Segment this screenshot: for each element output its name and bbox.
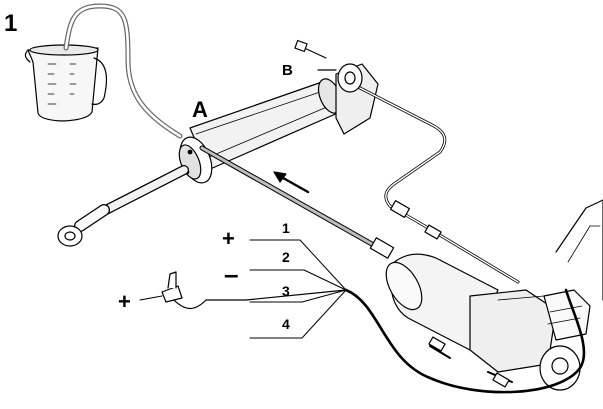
return-hose (63, 3, 183, 139)
wiring-harness (169, 239, 586, 394)
wire-number-3: 3 (282, 283, 290, 299)
switch-icon (139, 271, 183, 303)
label-b: B (282, 62, 293, 79)
label-a: A (192, 97, 208, 122)
step-number: 1 (4, 10, 18, 37)
positive-sign-top: + (222, 226, 235, 251)
wire-number-4: 4 (282, 316, 290, 332)
negative-sign: – (224, 259, 239, 289)
supply-line (199, 145, 395, 259)
pressure-line (358, 86, 520, 284)
arrow-icon (273, 171, 310, 194)
positive-sign-left: + (118, 289, 131, 314)
measuring-jug-icon (24, 44, 107, 122)
wire-number-2: 2 (282, 249, 290, 265)
vehicle-panel (555, 199, 603, 301)
wire-number-1: 1 (282, 220, 290, 236)
mounting-bracket-icon (294, 39, 379, 135)
pump-motor-icon (385, 253, 591, 391)
